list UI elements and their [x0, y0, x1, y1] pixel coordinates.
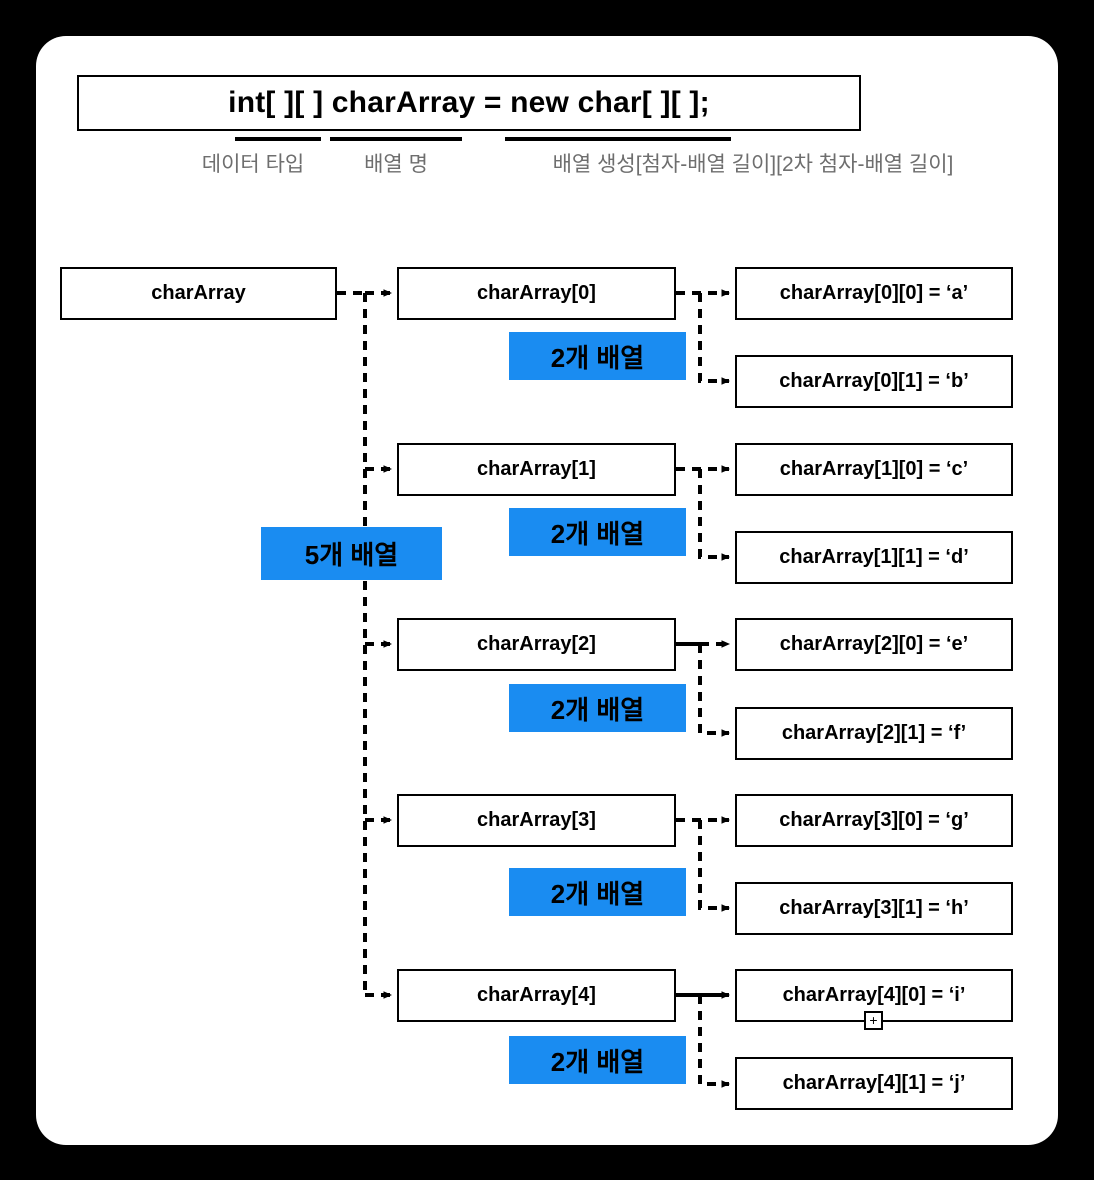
- badge-root-count: 5개 배열: [261, 527, 442, 580]
- badge-row-1: 2개 배열: [509, 508, 686, 556]
- plus-cursor-icon: +: [864, 1011, 883, 1030]
- node-leaf-2-1-label: charArray[2][1] = ‘f’: [781, 722, 967, 744]
- caption-array-creation: 배열 생성[첨자-배열 길이][2차 첨자-배열 길이]: [552, 153, 954, 176]
- node-leaf-1-1-label: charArray[1][1] = ‘d’: [779, 546, 969, 568]
- badge-row-3: 2개 배열: [509, 868, 686, 916]
- node-leaf-3-0[interactable]: charArray[3][0] = ‘g’: [735, 794, 1013, 847]
- node-mid-2-label: charArray[2]: [477, 633, 596, 655]
- node-mid-4[interactable]: charArray[4]: [397, 969, 676, 1022]
- badge-row-0-label: 2개 배열: [550, 342, 645, 373]
- declaration-box: int[ ][ ] charArray = new char[ ][ ];: [77, 75, 861, 131]
- node-leaf-4-1[interactable]: charArray[4][1] = ‘j’: [735, 1057, 1013, 1110]
- badge-row-0: 2개 배열: [509, 332, 686, 380]
- node-mid-3-label: charArray[3]: [477, 809, 596, 831]
- node-leaf-1-0[interactable]: charArray[1][0] = ‘c’: [735, 443, 1013, 496]
- node-leaf-1-0-label: charArray[1][0] = ‘c’: [779, 458, 969, 480]
- badge-row-3-label: 2개 배열: [550, 878, 645, 909]
- node-leaf-2-1[interactable]: charArray[2][1] = ‘f’: [735, 707, 1013, 760]
- node-mid-0[interactable]: charArray[0]: [397, 267, 676, 320]
- underline-array-name: [330, 137, 462, 141]
- node-leaf-3-1[interactable]: charArray[3][1] = ‘h’: [735, 882, 1013, 935]
- node-mid-0-label: charArray[0]: [477, 282, 596, 304]
- badge-root-label: 5개 배열: [304, 540, 399, 570]
- underline-data-type: [235, 137, 321, 141]
- node-leaf-2-0-label: charArray[2][0] = ‘e’: [779, 633, 969, 655]
- node-leaf-0-0-label: charArray[0][0] = ‘a’: [779, 282, 969, 304]
- node-leaf-0-0[interactable]: charArray[0][0] = ‘a’: [735, 267, 1013, 320]
- underline-array-creation: [505, 137, 731, 141]
- caption-data-type: 데이터 타입: [201, 153, 305, 176]
- node-mid-4-label: charArray[4]: [477, 984, 596, 1006]
- node-root-label: charArray: [151, 282, 246, 304]
- plus-cursor-glyph: +: [869, 1012, 878, 1028]
- node-mid-3[interactable]: charArray[3]: [397, 794, 676, 847]
- node-leaf-1-1[interactable]: charArray[1][1] = ‘d’: [735, 531, 1013, 584]
- node-mid-1[interactable]: charArray[1]: [397, 443, 676, 496]
- badge-row-4-label: 2개 배열: [550, 1046, 645, 1077]
- badge-row-1-label: 2개 배열: [550, 518, 645, 549]
- node-root[interactable]: charArray: [60, 267, 337, 320]
- badge-row-2: 2개 배열: [509, 684, 686, 732]
- node-leaf-2-0[interactable]: charArray[2][0] = ‘e’: [735, 618, 1013, 671]
- node-leaf-4-0-label: charArray[4][0] = ‘i’: [782, 984, 966, 1006]
- node-leaf-0-1-label: charArray[0][1] = ‘b’: [779, 370, 969, 392]
- node-mid-2[interactable]: charArray[2]: [397, 618, 676, 671]
- node-leaf-4-1-label: charArray[4][1] = ‘j’: [782, 1072, 966, 1094]
- declaration-text: int[ ][ ] charArray = new char[ ][ ];: [228, 86, 710, 119]
- node-leaf-3-0-label: charArray[3][0] = ‘g’: [779, 809, 969, 831]
- node-leaf-0-1[interactable]: charArray[0][1] = ‘b’: [735, 355, 1013, 408]
- badge-row-2-label: 2개 배열: [550, 694, 645, 725]
- node-mid-1-label: charArray[1]: [477, 458, 596, 480]
- node-leaf-3-1-label: charArray[3][1] = ‘h’: [779, 897, 969, 919]
- badge-row-4: 2개 배열: [509, 1036, 686, 1084]
- caption-array-name: 배열 명: [364, 153, 428, 176]
- diagram-card: [36, 36, 1058, 1145]
